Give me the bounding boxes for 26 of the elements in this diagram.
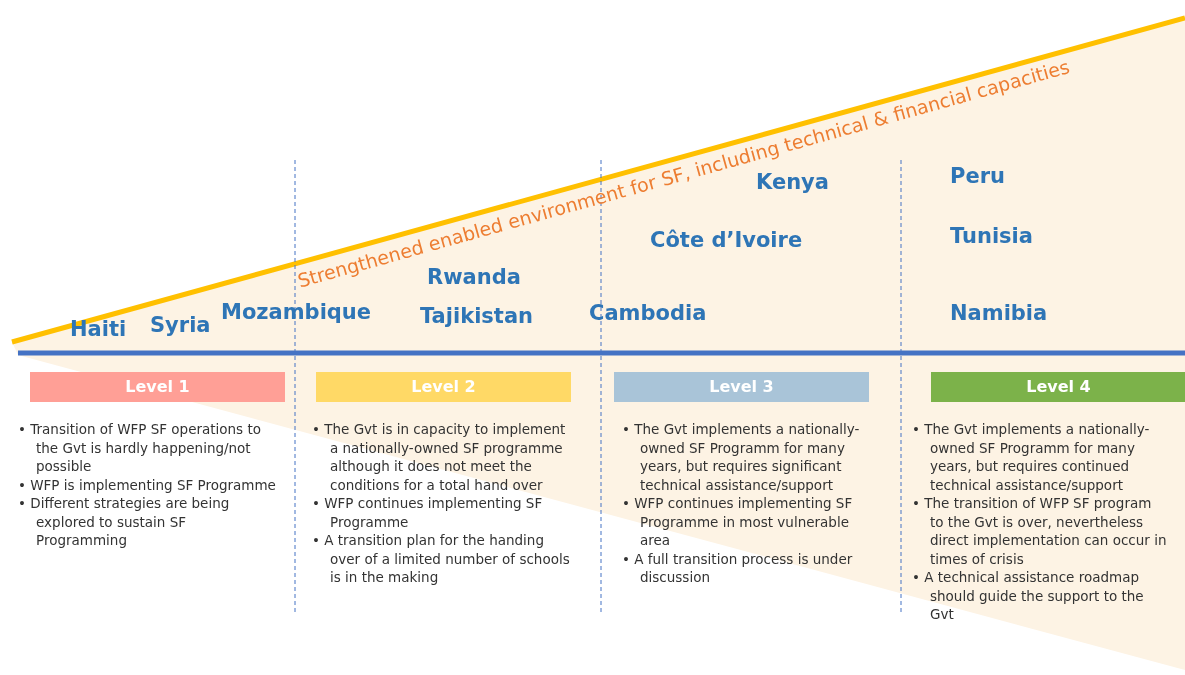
country-name: Cambodia [589, 301, 707, 325]
bullet-text: • The Gvt implements a nationally-owned SF Programm for many years, but requires continued technical assistance/support [912, 420, 1151, 494]
bullet-text: • WFP continues implementing SF Programme in most vulnerable area [622, 494, 854, 550]
level-header: Level 2 [316, 372, 571, 402]
bullet-text: • The Gvt implements a nationally-owned SF Programm for many years, but requires significant technical assistance/support [622, 420, 861, 494]
country-name: Syria [150, 313, 211, 337]
country-name: Mozambique [221, 300, 372, 324]
country-name: Côte d’Ivoire [650, 228, 803, 252]
level-header: Level 4 [931, 372, 1185, 402]
bullet-text: • Different strategies are being explored to sustain SF Programming [18, 494, 231, 550]
bullet-text: • The transition of WFP SF program to the Gvt is over, nevertheless direct implementation can occur in times of crisis [912, 494, 1167, 568]
bullet-text: • Transition of WFP SF operations to the Gvt is hardly happening/not possible [18, 420, 262, 476]
bullet-text: • The Gvt is in capacity to implement a nationally-owned SF programme although it does not meet the conditions for a total hand over [312, 420, 567, 494]
country-name: Tajikistan [420, 304, 533, 328]
bullet-text: • A transition plan for the handing over of a limited number of schools is in the making [312, 531, 570, 587]
country-name: Tunisia [950, 224, 1033, 248]
bullet-text: • A technical assistance roadmap should guide the support to the Gvt [912, 568, 1145, 624]
bullet-text: • WFP continues implementing SF Programme [312, 494, 544, 531]
bullet-text: • WFP is implementing SF Programme [18, 475, 276, 494]
country-name: Namibia [950, 301, 1048, 325]
level-header: Level 3 [614, 372, 869, 402]
bullet-text: • A full transition process is under discussion [622, 549, 854, 587]
country-name: Haiti [70, 317, 127, 341]
country-name: Rwanda [427, 265, 521, 289]
country-name: Peru [950, 164, 1005, 188]
level-header: Level 1 [30, 372, 285, 402]
